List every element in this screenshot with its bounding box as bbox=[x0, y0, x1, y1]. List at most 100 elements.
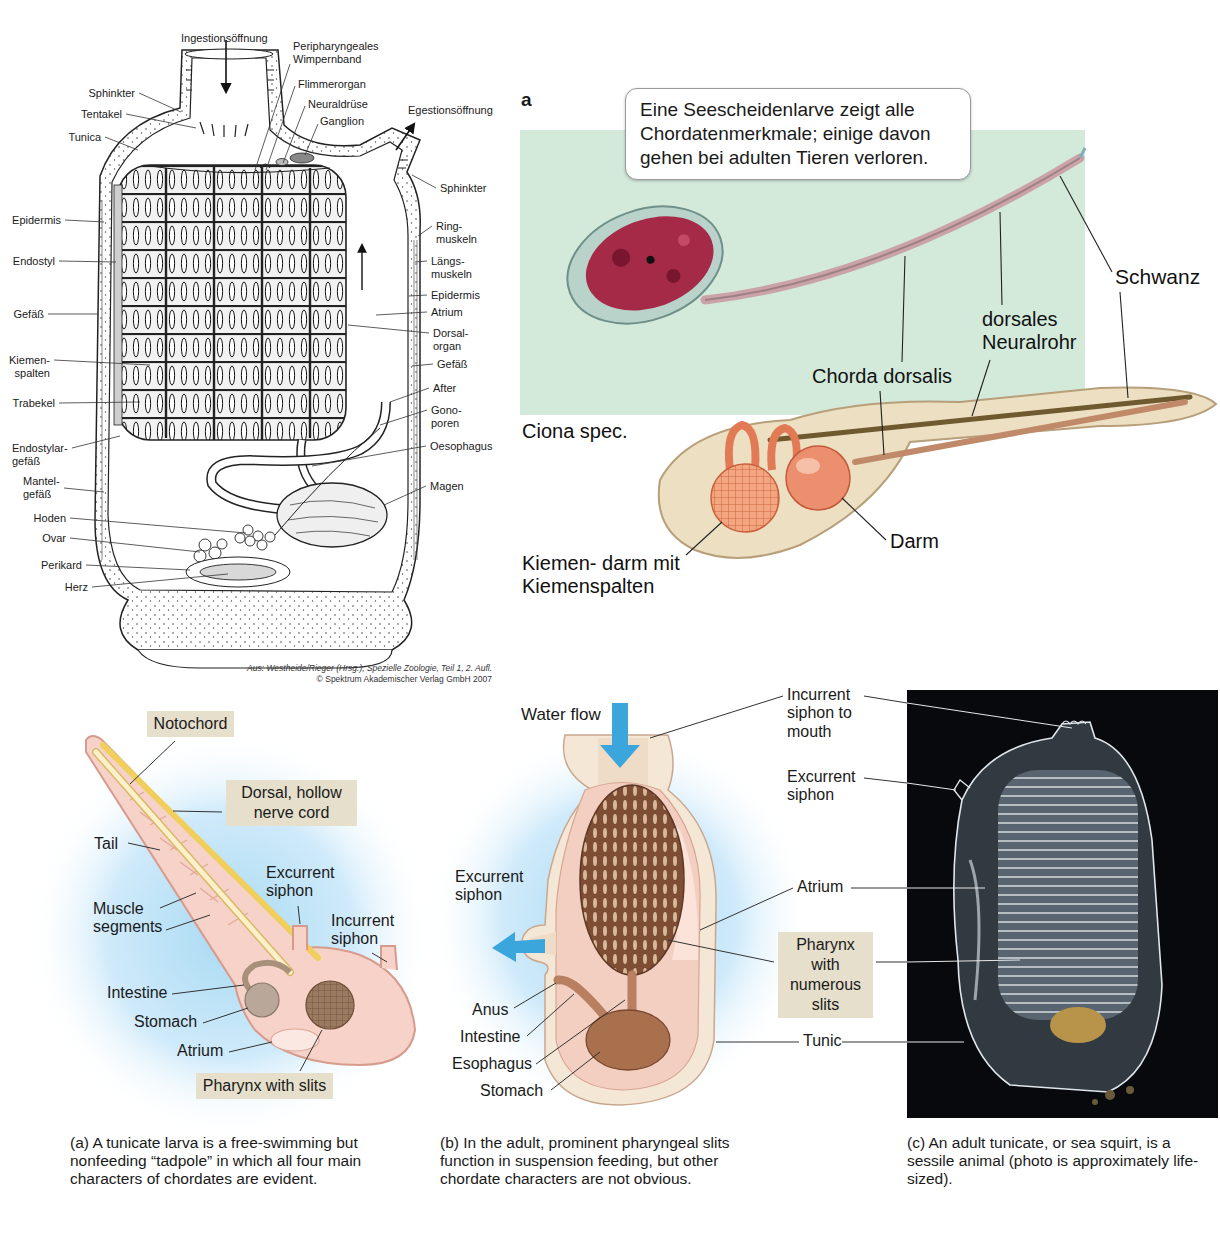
box-text: Eine Seescheidenlarve zeigt alle Chordat… bbox=[640, 98, 956, 169]
leader-line bbox=[128, 741, 387, 1071]
tunicate-larva bbox=[293, 926, 307, 950]
ascidian-cutaway bbox=[265, 532, 275, 542]
ascidian-cutaway bbox=[217, 539, 227, 549]
leader-line bbox=[300, 1030, 322, 1071]
part-label: Neuraldrüse bbox=[308, 98, 368, 111]
leader-line bbox=[266, 86, 295, 170]
leader-line bbox=[70, 538, 200, 552]
part-label: Kiemen- darm mit Kiemenspalten bbox=[522, 552, 687, 598]
part-label: Gono- poren bbox=[431, 404, 462, 429]
part-label: Kiemen- spalten bbox=[9, 354, 50, 379]
leader-line bbox=[203, 1008, 248, 1023]
larva-drawing bbox=[659, 388, 1216, 558]
ascidian-cutaway bbox=[114, 185, 122, 425]
part-label: Atrium bbox=[431, 306, 463, 319]
part-label: dorsales Neuralrohr bbox=[982, 308, 1076, 354]
leader-line bbox=[527, 994, 574, 1036]
leader-line bbox=[173, 811, 222, 812]
leader-line bbox=[64, 488, 104, 492]
caption: (c) An adult tunicate, or sea squirt, is… bbox=[907, 1134, 1212, 1187]
adult-tunicate-photo bbox=[1092, 1099, 1098, 1105]
leader-line bbox=[130, 741, 175, 784]
larva-photo bbox=[1080, 148, 1085, 158]
callout-box: Eine Seescheidenlarve zeigt alle Chordat… bbox=[625, 88, 971, 180]
part-label: Gefäß bbox=[437, 358, 468, 371]
leader-line bbox=[514, 696, 907, 1090]
part-label: Hoden bbox=[34, 512, 66, 525]
larva-drawing bbox=[711, 464, 779, 532]
leader-line bbox=[907, 703, 1072, 728]
ascidian-cutaway bbox=[185, 49, 273, 59]
leader-line bbox=[409, 295, 427, 296]
tunicate-larva bbox=[25, 730, 435, 1140]
ascidian-cutaway bbox=[199, 539, 211, 551]
leader-line bbox=[86, 565, 190, 570]
ascidian-cutaway bbox=[290, 153, 314, 163]
leader-line bbox=[172, 985, 244, 994]
adult-tunicate-drawing bbox=[556, 783, 700, 1091]
leader-line bbox=[48, 64, 436, 587]
part-label: Esophagus bbox=[452, 1055, 532, 1073]
part-label: Sphinkter bbox=[440, 182, 486, 195]
part-label: Muscle segments bbox=[93, 900, 162, 937]
part-label: Magen bbox=[430, 480, 464, 493]
leader-line bbox=[380, 410, 427, 425]
leader-line bbox=[229, 1042, 272, 1052]
part-label: Trabekel bbox=[13, 397, 55, 410]
leader-line bbox=[412, 175, 436, 188]
tunicate-larva bbox=[25, 730, 435, 1140]
ascidian-cutaway bbox=[194, 525, 275, 562]
leader-line bbox=[48, 314, 98, 315]
ascidian-cutaway bbox=[95, 40, 420, 668]
part-label: Excurrent siphon bbox=[266, 864, 334, 901]
leader-line bbox=[864, 696, 907, 703]
part-label: Atrium bbox=[797, 878, 843, 896]
leader-line bbox=[54, 360, 150, 365]
leader-line bbox=[166, 915, 210, 930]
adult-tunicate-photo bbox=[954, 722, 1162, 1092]
leader-line bbox=[907, 1042, 964, 1043]
ascidian-cutaway bbox=[243, 525, 253, 535]
part-label: Tunica bbox=[68, 131, 101, 144]
ascidian-cutaway bbox=[166, 166, 310, 440]
leader-line bbox=[842, 1042, 907, 1043]
leader-line bbox=[372, 953, 387, 962]
larva-drawing bbox=[786, 446, 850, 510]
adult-tunicate-drawing bbox=[600, 703, 640, 768]
leader-line bbox=[348, 325, 429, 333]
leader-line bbox=[418, 226, 432, 236]
caption: (a) A tunicate larva is a free-swimming … bbox=[70, 1134, 385, 1187]
panel-letter: a bbox=[521, 89, 532, 111]
box-text: Pharynx with numerous slits bbox=[784, 935, 867, 1015]
ascidian-cutaway bbox=[186, 557, 290, 587]
leader-line bbox=[105, 137, 138, 150]
leader-line bbox=[907, 703, 1072, 1042]
leader-line bbox=[876, 962, 907, 963]
adult-tunicate-photo bbox=[1050, 1007, 1106, 1043]
part-label: After bbox=[433, 382, 456, 395]
tunicate-larva bbox=[245, 983, 279, 1017]
leader-line bbox=[880, 391, 884, 455]
leader-line bbox=[1060, 176, 1112, 272]
leader-line bbox=[139, 93, 181, 112]
highlight-label: Pharynx with slits bbox=[196, 1073, 333, 1099]
part-label: Incurrent siphon to mouth bbox=[787, 686, 859, 741]
leader-line bbox=[390, 388, 429, 402]
species-label: Ciona spec. bbox=[522, 420, 628, 443]
leader-line bbox=[59, 402, 140, 403]
part-label: Stomach bbox=[480, 1082, 543, 1100]
part-label: Ganglion bbox=[320, 115, 364, 128]
leader-line bbox=[907, 960, 1020, 962]
ascidian-cutaway bbox=[361, 245, 362, 290]
leader-line bbox=[312, 446, 426, 466]
part-label: Epidermis bbox=[431, 289, 480, 302]
leader-line bbox=[92, 574, 228, 587]
leader-line bbox=[716, 1042, 799, 1043]
part-label: Egestionsöffnung bbox=[408, 104, 493, 117]
larva-drawing bbox=[659, 388, 1216, 558]
adult-tunicate-photo bbox=[954, 780, 970, 800]
adult-tunicate-drawing bbox=[492, 932, 545, 962]
larva-photo bbox=[573, 199, 727, 327]
ascidian-cutaway bbox=[186, 70, 408, 168]
